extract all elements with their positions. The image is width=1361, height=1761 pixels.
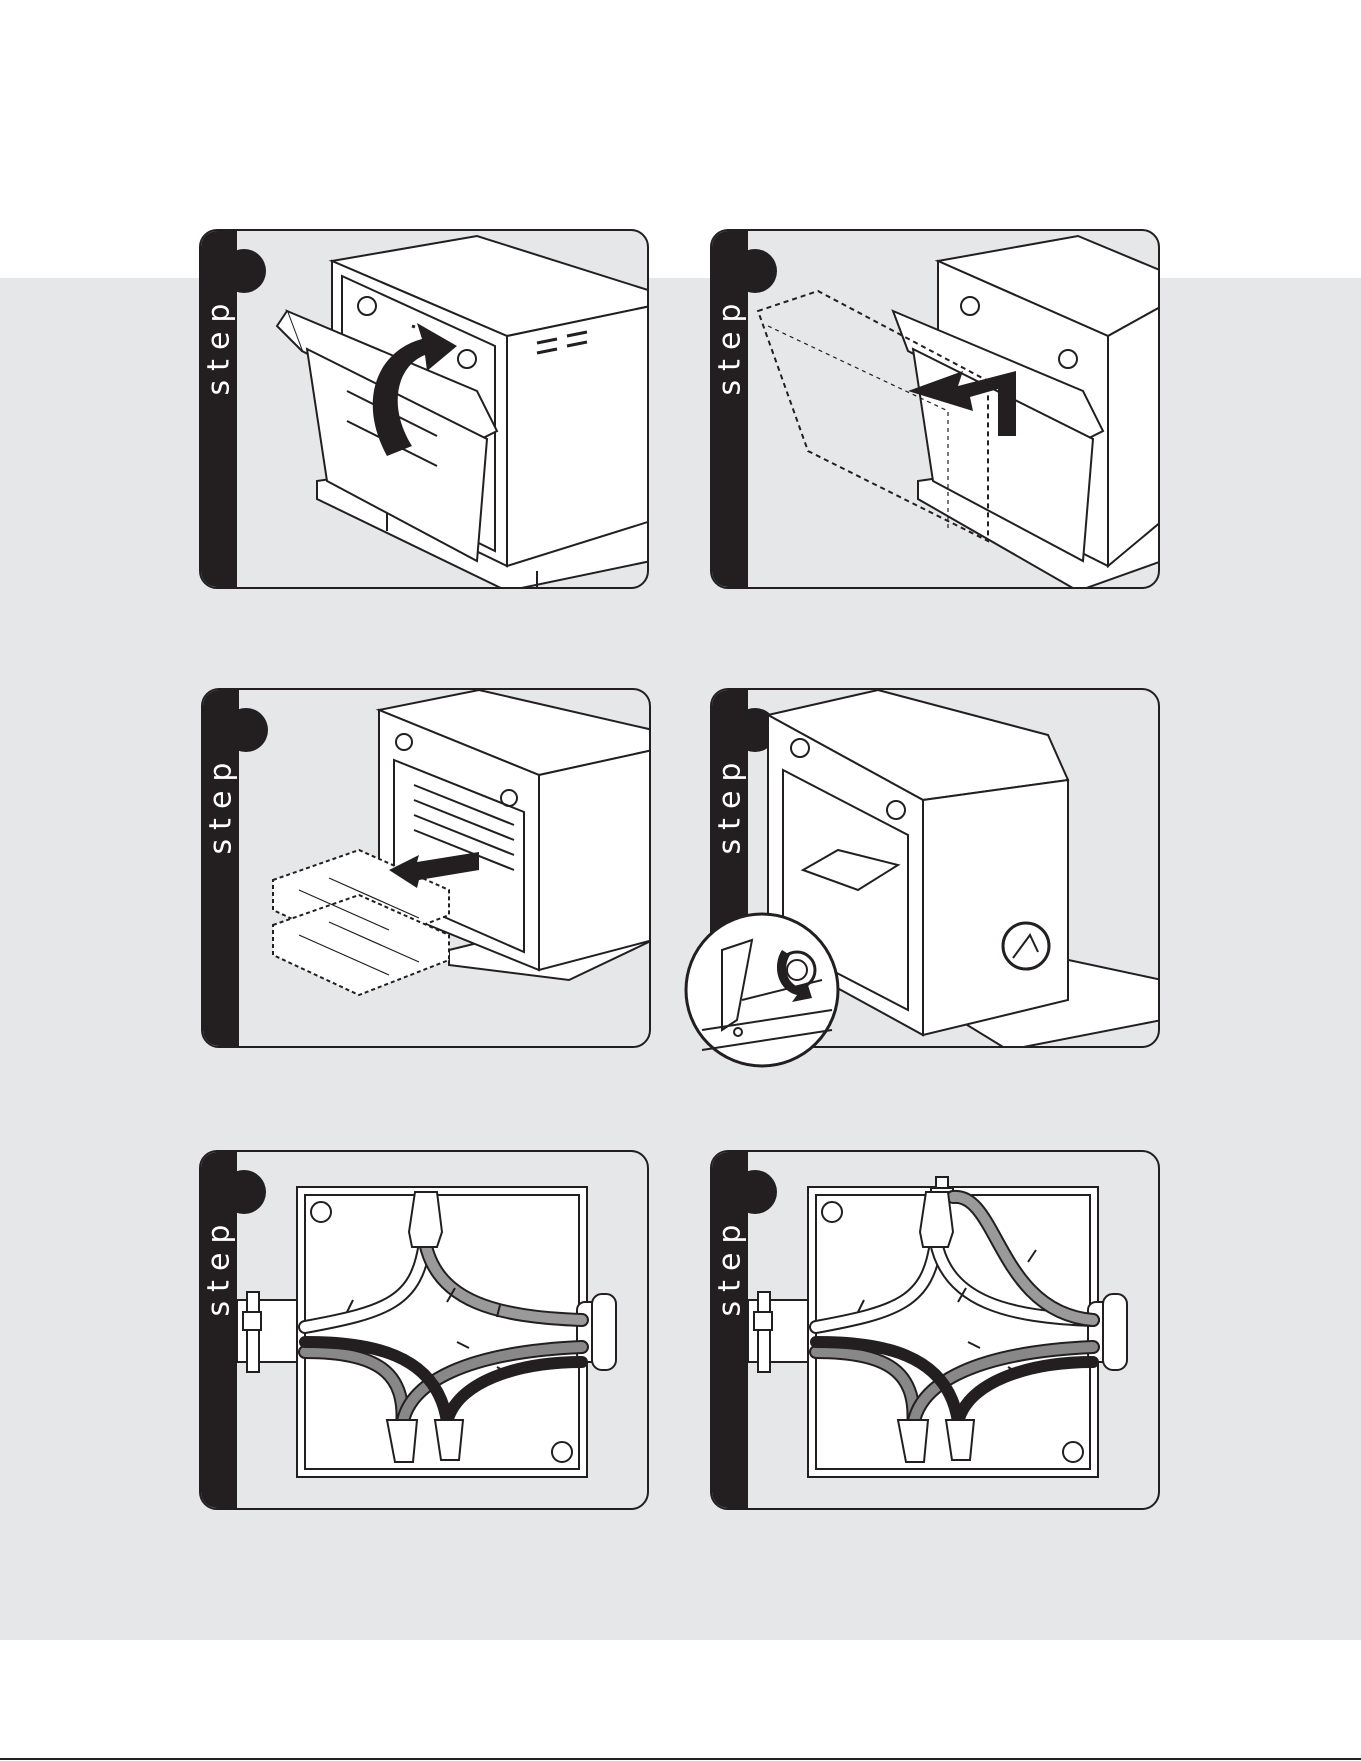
step-panel-6: step <box>710 1150 1160 1510</box>
step-label: step <box>712 275 748 415</box>
step-label: step <box>712 1196 748 1336</box>
step-label: step <box>203 734 239 874</box>
step-panel-1: step <box>199 229 649 589</box>
oven-door-opening-illustration <box>237 231 649 589</box>
step-label: step <box>201 275 237 415</box>
oven-door-removal-illustration <box>748 231 1160 589</box>
magnifier-detail-circle <box>682 910 842 1070</box>
step-panel-3: step <box>201 688 651 1048</box>
step-panel-2: step <box>710 229 1160 589</box>
junction-box-ground-wiring-illustration <box>748 1152 1160 1510</box>
bottom-rule <box>0 1758 1361 1760</box>
step-label: step <box>712 734 748 874</box>
step-label: step <box>201 1196 237 1336</box>
junction-box-wiring-illustration <box>237 1152 649 1510</box>
oven-racks-removal-illustration <box>239 690 651 1048</box>
step-panel-5: step <box>199 1150 649 1510</box>
